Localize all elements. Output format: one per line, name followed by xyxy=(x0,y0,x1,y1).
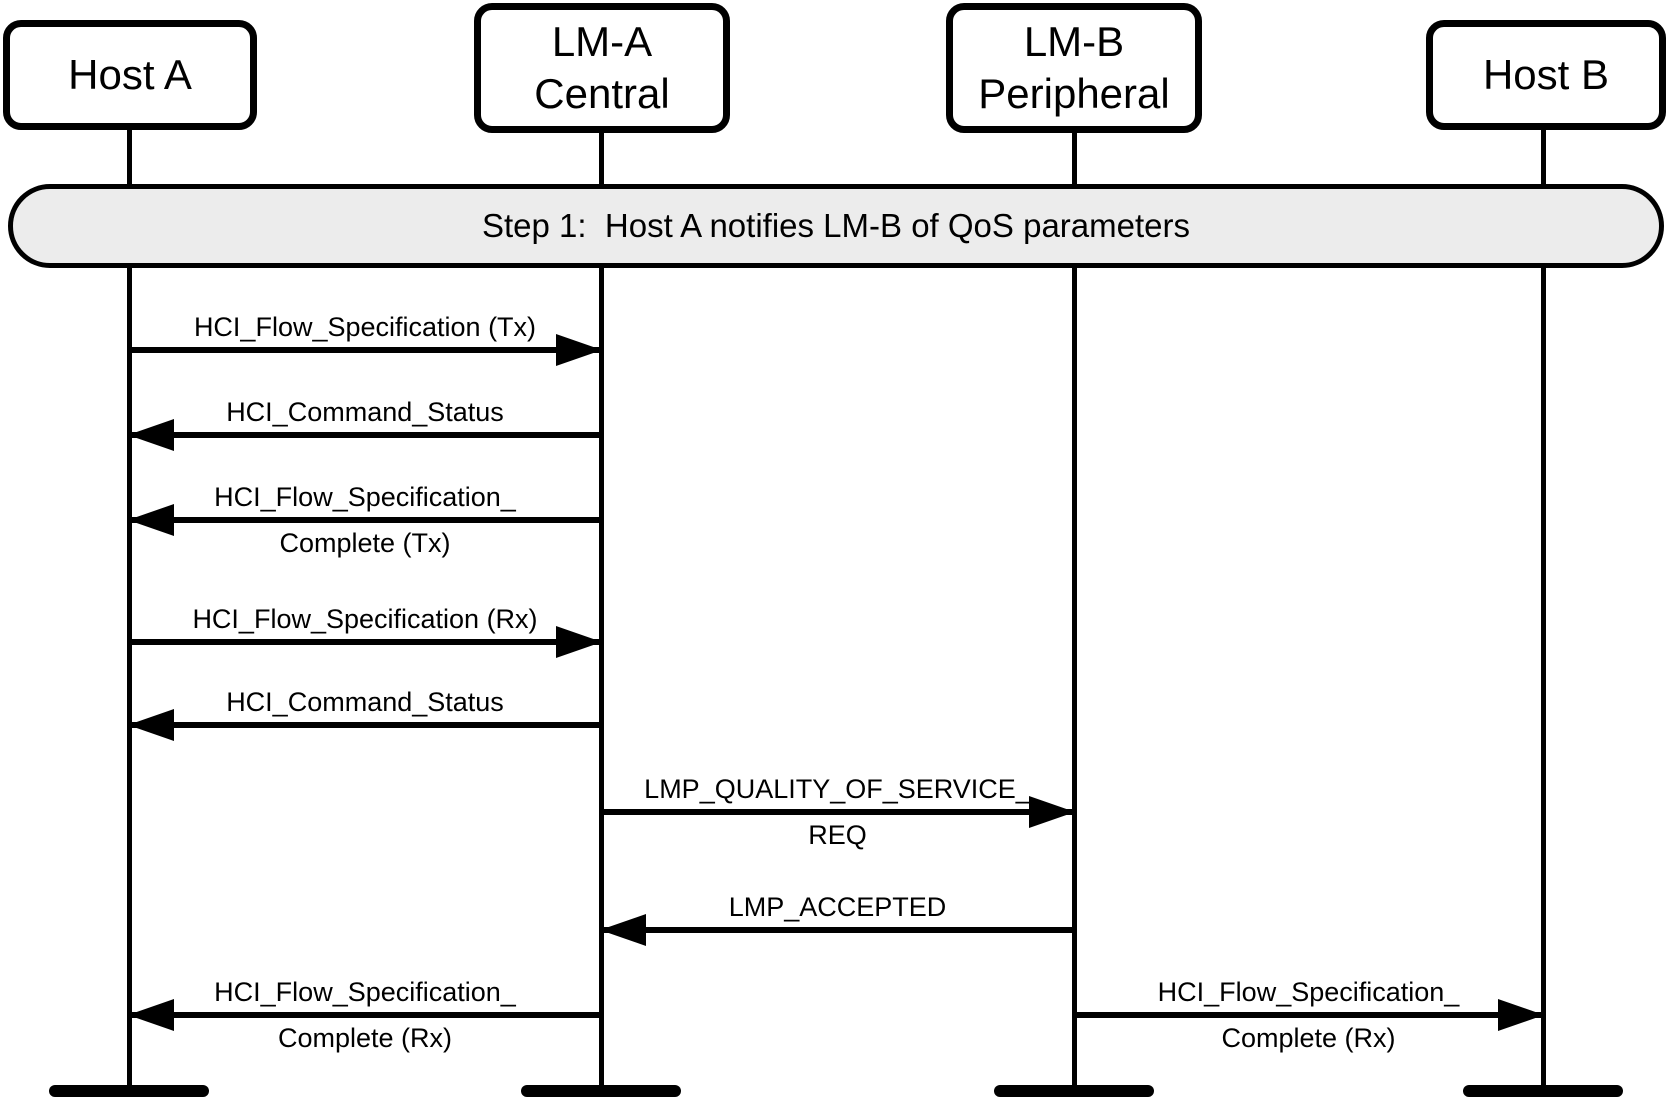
lifeline-host-a xyxy=(127,125,132,1090)
message-label: HCI_Command_Status xyxy=(226,687,504,717)
arrow-line xyxy=(128,504,601,536)
message-label-line2: Complete (Rx) xyxy=(277,1023,453,1053)
arrowhead-left-icon xyxy=(128,419,174,451)
arrowhead-left-icon xyxy=(128,504,174,536)
message-label-line1: HCI_Flow_Specification_ xyxy=(214,482,516,512)
message-label-line2: REQ xyxy=(808,820,867,850)
arrow-line xyxy=(128,419,601,451)
step-banner-label: Step 1: Host A notifies LM-B of QoS para… xyxy=(481,207,1190,244)
arrow-line xyxy=(601,796,1075,828)
arrowhead-right-icon xyxy=(1029,796,1075,828)
message-hci-command-status-2: HCI_Command_Status xyxy=(128,684,601,741)
arrow-line xyxy=(1074,999,1544,1031)
actor-box-host-a: Host A xyxy=(3,20,257,130)
message-hci-flow-specification-complete-rx-host-b: HCI_Flow_Specification_ Complete (Rx) xyxy=(1074,974,1544,1056)
actor-box-host-b: Host B xyxy=(1426,20,1666,130)
arrow-line xyxy=(128,999,601,1031)
actor-label-line1: LM-A xyxy=(551,18,653,65)
message-hci-command-status-1: HCI_Command_Status xyxy=(128,394,601,451)
message-lmp-quality-of-service-req: LMP_QUALITY_OF_SERVICE_ REQ xyxy=(601,771,1075,853)
lifeline-host-b xyxy=(1541,125,1546,1090)
message-hci-flow-specification-tx: HCI_Flow_Specification (Tx) xyxy=(129,309,602,366)
actor-label-line1: LM-B xyxy=(1023,18,1125,65)
message-label: HCI_Flow_Specification (Rx) xyxy=(192,604,538,634)
lifeline-terminator-host-b xyxy=(1463,1085,1623,1097)
actor-label-line2: Peripheral xyxy=(978,70,1170,117)
lifeline-terminator-host-a xyxy=(49,1085,209,1097)
lifeline-terminator-lm-a xyxy=(521,1085,681,1097)
arrowhead-left-icon xyxy=(600,914,646,946)
message-label-line2: Complete (Rx) xyxy=(1221,1023,1396,1053)
lifeline-lm-b xyxy=(1072,125,1077,1090)
arrowhead-right-icon xyxy=(556,334,602,366)
arrowhead-right-icon xyxy=(556,626,602,658)
message-label-line2: Complete (Tx) xyxy=(279,528,451,558)
lifeline-lm-a xyxy=(599,125,604,1090)
actor-box-lm-a: LM-A Central xyxy=(474,3,730,133)
message-hci-flow-specification-complete-tx: HCI_Flow_Specification_ Complete (Tx) xyxy=(128,479,601,561)
message-label-line1: LMP_QUALITY_OF_SERVICE_ xyxy=(644,774,1031,804)
arrowhead-left-icon xyxy=(128,999,174,1031)
message-lmp-accepted: LMP_ACCEPTED xyxy=(600,889,1074,946)
message-label: HCI_Flow_Specification (Tx) xyxy=(193,312,537,342)
arrowhead-right-icon xyxy=(1498,999,1544,1031)
actor-box-lm-b: LM-B Peripheral xyxy=(946,3,1202,133)
arrow-line xyxy=(128,709,601,741)
arrow-line xyxy=(129,626,602,658)
arrow-line xyxy=(129,334,602,366)
arrow-line xyxy=(600,914,1074,946)
message-label: LMP_ACCEPTED xyxy=(728,892,947,922)
actor-label: Host A xyxy=(68,51,192,98)
message-label: HCI_Command_Status xyxy=(226,397,504,427)
actor-label: Host B xyxy=(1482,51,1610,98)
actor-label-line2: Central xyxy=(534,70,670,117)
message-hci-flow-specification-rx: HCI_Flow_Specification (Rx) xyxy=(129,601,602,658)
lifeline-terminator-lm-b xyxy=(994,1085,1154,1097)
step-banner: Step 1: Host A notifies LM-B of QoS para… xyxy=(8,184,1664,268)
message-label-line1: HCI_Flow_Specification_ xyxy=(1157,977,1460,1007)
arrowhead-left-icon xyxy=(128,709,174,741)
message-label-line1: HCI_Flow_Specification_ xyxy=(214,977,516,1007)
message-hci-flow-specification-complete-rx-host-a: HCI_Flow_Specification_ Complete (Rx) xyxy=(128,974,601,1056)
